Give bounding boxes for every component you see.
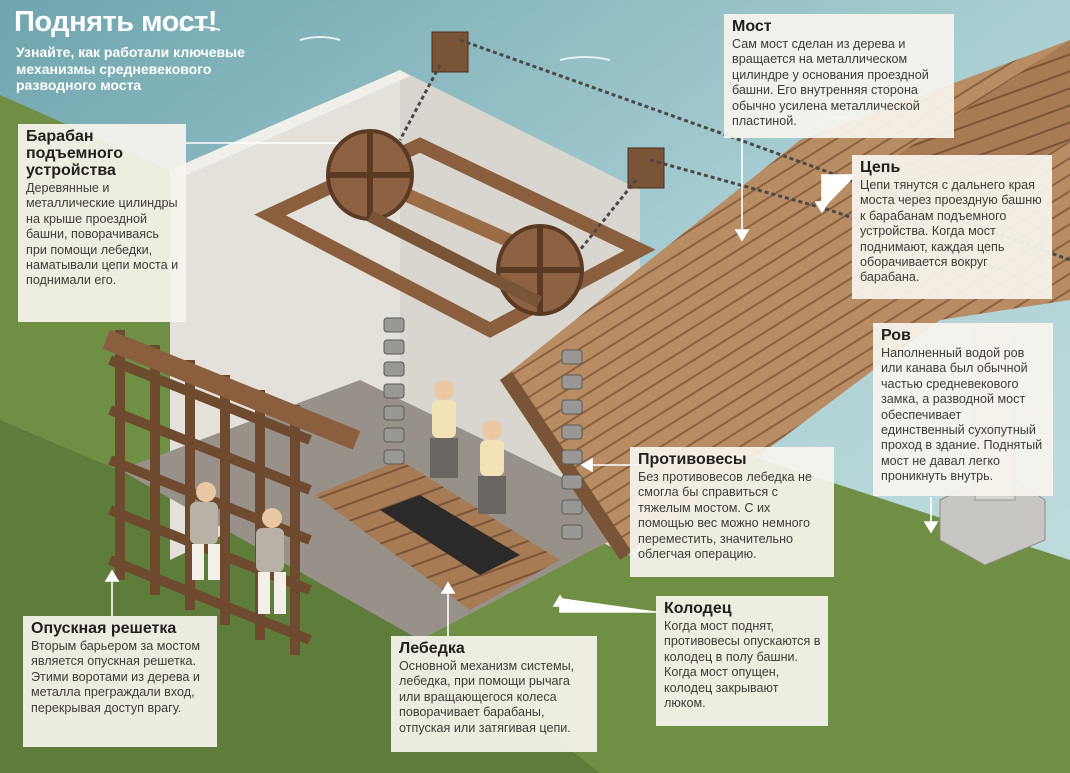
callout-text: Цепи тянутся с дальнего края моста через…: [860, 178, 1042, 285]
chain-to-drum-right: [578, 179, 638, 251]
callout-text: Вторым барьером за мостом является опуск…: [31, 639, 201, 715]
callout-heading: Мост: [732, 18, 772, 35]
callout-text: Основной механизм системы, лебедка, при …: [399, 659, 575, 735]
callout-reshetka: Опускная решетка Вторым барьером за мост…: [23, 616, 217, 747]
leader-lines: [104, 137, 939, 636]
drum-axle: [367, 210, 543, 308]
callout-heading: Противовесы: [638, 451, 747, 468]
callout-text: Сам мост сделан из дерева и вращается на…: [732, 37, 929, 129]
callout-text: Когда мост поднят, противовесы опускаютс…: [664, 619, 821, 711]
callout-heading: Барабан подъемного устройства: [26, 128, 124, 179]
callout-heading: Лебедка: [399, 640, 465, 657]
portcullis-top-beam: [102, 329, 361, 450]
soldier-1: [190, 482, 220, 580]
callout-tsep: Цепь Цепи тянутся с дальнего края моста …: [852, 155, 1052, 299]
tower-top-edge: [170, 70, 410, 178]
drum-left: [326, 129, 414, 221]
soldier-2: [256, 508, 286, 614]
callout-text: Деревянные и металлические цилиндры на к…: [26, 181, 179, 288]
chain-to-drum-left: [398, 64, 442, 141]
callout-baraban: Барабан подъемного устройства Деревянные…: [18, 124, 186, 322]
chain-left: [459, 38, 1070, 262]
callout-heading: Цепь: [860, 159, 901, 176]
winch-operator-right: [478, 420, 506, 514]
callout-most: Мост Сам мост сделан из дерева и вращает…: [724, 14, 954, 138]
page-subtitle: Узнайте, как работали ключевые механизмы…: [16, 44, 245, 93]
callout-kolodets: Колодец Когда мост поднят, противовесы о…: [656, 596, 828, 726]
winch-pit: [380, 495, 520, 575]
page-title: Поднять мост!: [14, 6, 218, 38]
bridge-edge: [500, 372, 632, 560]
pulley-block-left: [431, 31, 469, 73]
winch-operator-left: [430, 380, 458, 478]
callout-heading: Опускная решетка: [31, 620, 177, 637]
callout-text: Наполненный водой ров или канава был обы…: [881, 346, 1043, 484]
callout-rov: Ров Наполненный водой ров или канава был…: [873, 323, 1053, 496]
callout-text: Без противовесов лебедка не смогла бы сп…: [638, 470, 812, 562]
callout-lebedka: Лебедка Основной механизм системы, лебед…: [391, 636, 597, 752]
callout-heading: Ров: [881, 327, 911, 344]
counterweight-right: [561, 349, 583, 540]
callout-heading: Колодец: [664, 600, 732, 617]
counterweight-left: [383, 317, 405, 465]
callout-protivovesy: Противовесы Без противовесов лебедка не …: [630, 447, 834, 577]
